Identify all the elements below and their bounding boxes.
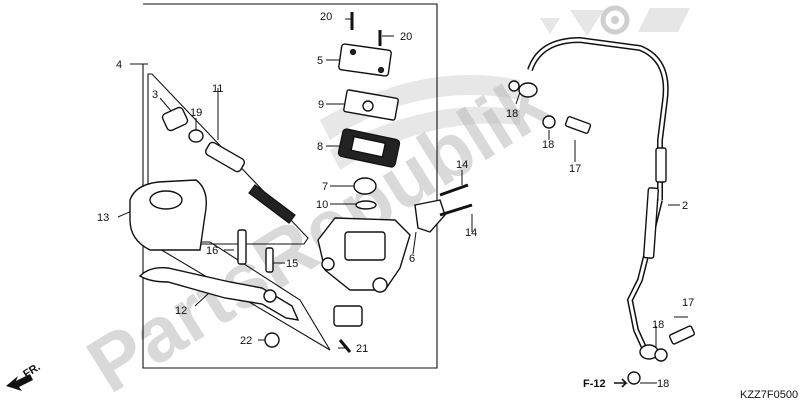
callout-22: 22 <box>240 335 252 347</box>
switch-part <box>333 305 363 353</box>
callout-11: 11 <box>212 83 223 95</box>
assembly-frame <box>142 3 438 369</box>
piston-part <box>204 141 296 224</box>
reference-code: KZZ7F0500 <box>740 389 798 401</box>
callout-4: 4 <box>116 59 122 71</box>
boot-part <box>161 106 204 143</box>
callout-20b: 20 <box>400 31 412 43</box>
reservoir-cover-part <box>129 179 208 251</box>
callout-10: 10 <box>316 199 328 211</box>
callout-18c: 18 <box>652 319 664 331</box>
callout-7: 7 <box>322 181 328 193</box>
callout-16: 16 <box>206 245 218 257</box>
brake-hose-part <box>518 36 669 360</box>
section-reference: F-12 <box>583 378 628 390</box>
callout-19: 19 <box>190 107 202 119</box>
front-arrow: FR. <box>6 361 43 391</box>
brand-wing-pattern <box>320 75 520 170</box>
callout-12: 12 <box>175 305 187 317</box>
callout-5: 5 <box>317 55 323 67</box>
clamp-holder-part <box>414 183 473 233</box>
brake-lever-part <box>138 266 300 321</box>
callout-18d: 18 <box>657 378 669 390</box>
screw-20-part <box>350 12 382 46</box>
callout-21: 21 <box>356 343 368 355</box>
master-cylinder-body-part <box>317 217 411 293</box>
section-ref-label: F-12 <box>583 378 606 390</box>
callout-8: 8 <box>317 141 323 153</box>
plate-part <box>343 89 399 121</box>
callout-2: 2 <box>682 200 688 212</box>
callouts: 1 2 3 4 5 6 7 8 9 10 11 12 13 14 14 15 1… <box>97 11 694 390</box>
callout-20a: 20 <box>320 11 332 23</box>
float-part <box>353 177 377 210</box>
gear-logo-icon <box>600 5 630 35</box>
banjo-bolt-17-part <box>564 116 696 345</box>
pivot-bolt-part <box>237 229 274 273</box>
callout-9: 9 <box>318 99 324 111</box>
callout-6: 6 <box>409 253 415 265</box>
callout-18b: 18 <box>542 139 554 151</box>
callout-3: 3 <box>152 89 158 101</box>
reservoir-cap-part <box>338 43 392 77</box>
callout-15: 15 <box>286 258 298 270</box>
diaphragm-part <box>337 128 401 168</box>
washer-18-part <box>508 80 668 385</box>
nut-part <box>264 332 280 348</box>
callout-17b: 17 <box>682 297 694 309</box>
callout-14b: 14 <box>465 227 477 239</box>
callout-13: 13 <box>97 212 109 224</box>
callout-17a: 17 <box>569 163 581 175</box>
callout-14a: 14 <box>456 159 468 171</box>
callout-18a: 18 <box>506 108 518 120</box>
